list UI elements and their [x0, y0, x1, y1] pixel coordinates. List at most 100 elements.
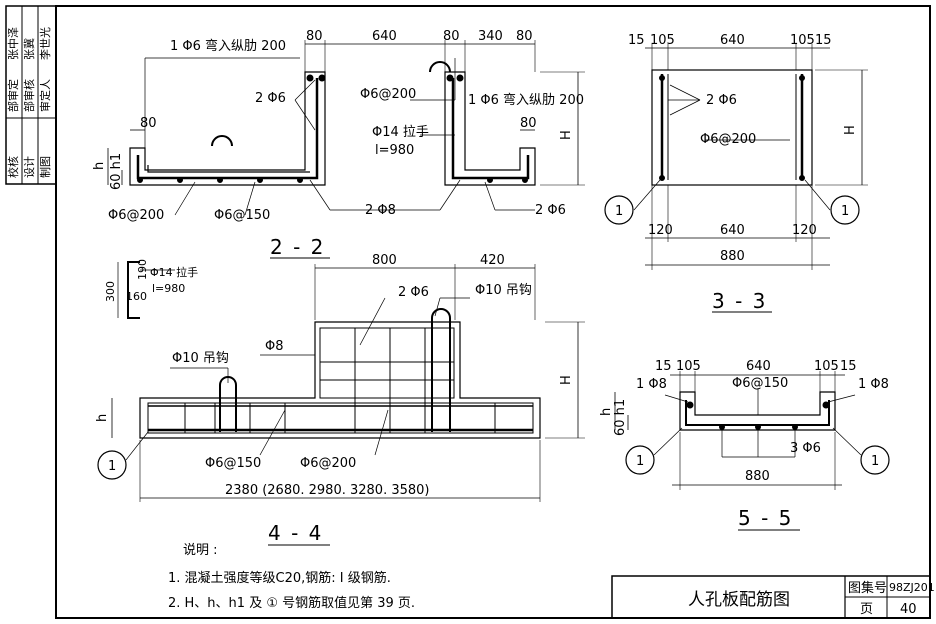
- sec55-label-1phi8-right: 1 Φ8: [858, 377, 889, 392]
- sec22-label-2phi6-b: 2 Φ6: [535, 203, 566, 218]
- handle-dim-190: 190: [136, 259, 149, 280]
- sec55-label-1phi8-left: 1 Φ8: [636, 377, 667, 392]
- sec22-outline: [129, 71, 326, 186]
- sec22-label-handle: Φ14 拉手: [372, 125, 429, 140]
- sec55-label-phi6-150: Φ6@150: [732, 376, 788, 391]
- side-role-1: 部审定: [6, 79, 20, 112]
- title-block: [611, 575, 931, 619]
- sec55-dim-105b: 105: [814, 359, 839, 374]
- sec33-label-phi6-200: Φ6@200: [700, 132, 756, 147]
- side-name-2: 张冀: [22, 38, 36, 60]
- sec22-dim-80b: 80: [443, 29, 460, 44]
- page-number: 40: [900, 602, 917, 617]
- sec33-dim-120b: 120: [792, 223, 817, 238]
- sec44-label-phi8: Φ8: [265, 339, 284, 354]
- sec22-label-bend-right: 1 Φ6 弯入纵肋 200: [468, 92, 584, 108]
- section-5-5: [614, 371, 890, 531]
- handle-label-l: l=980: [152, 282, 185, 295]
- sec44-total: 2380 (2680. 2980. 3280. 3580): [225, 483, 430, 498]
- sec33-dim-15b: 15: [815, 33, 832, 48]
- sec33-label-2phi6: 2 Φ6: [706, 93, 737, 108]
- atlas-number: 98ZJ201: [889, 581, 935, 594]
- side-role-2: 部审核: [22, 79, 36, 112]
- sec44-label-hook-right: Φ10 吊钩: [475, 283, 532, 298]
- sec44-h: h: [95, 414, 110, 422]
- sec22-label-2phi6: 2 Φ6: [255, 91, 286, 106]
- side-name-3: 李世光: [38, 27, 52, 60]
- sec44-label-phi6-150: Φ6@150: [205, 456, 261, 471]
- section-3-3: [604, 44, 868, 313]
- sec44-label-hook-left: Φ10 吊钩: [172, 351, 229, 366]
- section-5-5-labels: 15 105 640 105 15 1 Φ8 1 Φ8 Φ6@150 3 Φ6 …: [599, 359, 889, 530]
- section-3-3-labels: 15 105 640 105 15 2 Φ6 Φ6@200 H 120 640 …: [615, 33, 858, 313]
- side-role-3: 审定人: [38, 79, 52, 112]
- sec22-dim-640: 640: [372, 29, 397, 44]
- section-4-4: [97, 264, 585, 546]
- sec33-dim-15a: 15: [628, 33, 645, 48]
- handle-label: Φ14 拉手: [150, 265, 198, 279]
- sec55-h1: 60 h1: [613, 399, 628, 436]
- sec22-h1: 60 h1: [109, 153, 124, 190]
- sec33-title: 3 - 3: [712, 289, 767, 313]
- sec44-dim-420: 420: [480, 253, 505, 268]
- sec33-dim-105b: 105: [790, 33, 815, 48]
- title-block-labels: 人孔板配筋图 图集号 98ZJ201 页 40: [688, 580, 935, 617]
- sec44-dim-800: 800: [372, 253, 397, 268]
- sec33-dim-640b: 640: [720, 223, 745, 238]
- sec44-label-phi6-200: Φ6@200: [300, 456, 356, 471]
- sec44-marker: 1: [108, 459, 116, 474]
- note-1: 1. 混凝土强度等级C20,钢筋: I 级钢筋.: [168, 570, 391, 586]
- atlas-label: 图集号: [848, 580, 887, 596]
- side-label-2: 设计: [23, 156, 36, 178]
- sec55-label-3phi6: 3 Φ6: [790, 441, 821, 456]
- sec55-marker-right: 1: [871, 454, 879, 469]
- sec22-label-phi6-200: Φ6@200: [108, 208, 164, 223]
- sec33-dim-105a: 105: [650, 33, 675, 48]
- sec22-dim-80c: 80: [516, 29, 533, 44]
- section-4-4-labels: 800 420 2 Φ6 Φ10 吊钩 Φ10 吊钩 Φ8 H h Φ6@150…: [95, 253, 574, 545]
- notes: 说明 : 1. 混凝土强度等级C20,钢筋: I 级钢筋. 2. H、h、h1 …: [168, 543, 415, 611]
- sec55-dim-640: 640: [746, 359, 771, 374]
- sec22-dim-80-left: 80: [140, 116, 157, 131]
- sec33-H: H: [843, 125, 858, 135]
- sheet-border: [55, 5, 931, 619]
- sec55-h: h: [599, 408, 614, 416]
- sec55-total: 880: [745, 469, 770, 484]
- sec33-marker-left: 1: [615, 204, 623, 219]
- page-label: 页: [860, 602, 873, 617]
- side-signature-block: 校核 设计 制图 部审定 部审核 审定人 张中泽 张冀 李世光: [5, 5, 57, 185]
- section-2-2-labels: 80 640 80 340 80 80 80 1 Φ6 弯入纵肋 200 1 Φ…: [92, 29, 584, 259]
- drawing-title: 人孔板配筋图: [688, 590, 790, 610]
- sec22-dim-80a: 80: [306, 29, 323, 44]
- side-label-3: 制图: [39, 156, 52, 178]
- handle-dim-160: 160: [126, 290, 147, 303]
- sec33-marker-right: 1: [841, 204, 849, 219]
- sec22-title: 2 - 2: [270, 235, 325, 259]
- sec55-dim-15a: 15: [655, 359, 672, 374]
- side-name-1: 张中泽: [7, 27, 20, 60]
- side-label-1: 校核: [6, 156, 20, 178]
- sec55-dim-15b: 15: [840, 359, 857, 374]
- sec44-title: 4 - 4: [268, 521, 323, 545]
- sec22-label-2phi8: 2 Φ8: [365, 203, 396, 218]
- sec22-h: h: [92, 162, 107, 170]
- sec22-label-bend-left: 1 Φ6 弯入纵肋 200: [170, 38, 286, 54]
- sec22-label-phi6-150: Φ6@150: [214, 208, 270, 223]
- sec22-outline-right: [444, 71, 536, 186]
- sec33-dim-640: 640: [720, 33, 745, 48]
- sec44-H: H: [559, 375, 574, 385]
- sec44-label-2phi6: 2 Φ6: [398, 285, 429, 300]
- sec22-dim-340: 340: [478, 29, 503, 44]
- sec33-dim-120a: 120: [648, 223, 673, 238]
- sec55-title: 5 - 5: [738, 506, 793, 530]
- sec22-label-phi6-200-top: Φ6@200: [360, 87, 416, 102]
- sec22-dim-80-right: 80: [520, 116, 537, 131]
- sec22-H: H: [559, 130, 574, 140]
- sec55-marker-left: 1: [636, 454, 644, 469]
- section-2-2: [107, 40, 585, 259]
- handle-detail-labels: Φ14 拉手 l=980 300 190 160: [104, 259, 198, 303]
- sec55-dim-105a: 105: [676, 359, 701, 374]
- notes-heading: 说明 :: [183, 543, 218, 558]
- handle-dim-300: 300: [104, 281, 117, 302]
